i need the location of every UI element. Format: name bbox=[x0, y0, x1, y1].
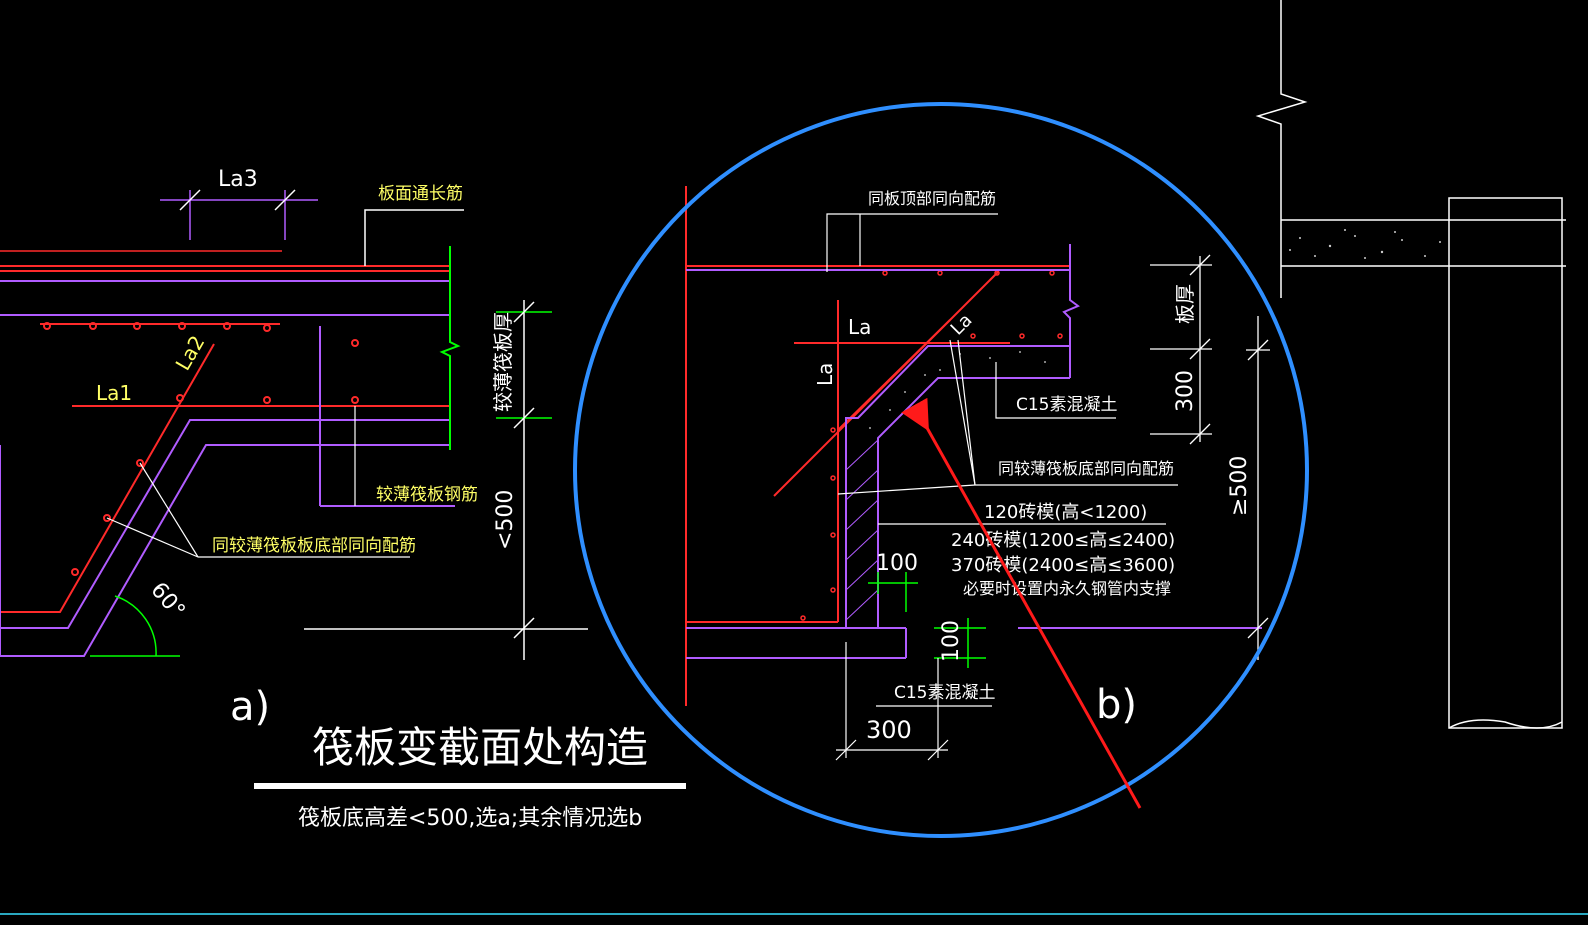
detail-b-brick-120: 120砖模(高<1200) bbox=[984, 502, 1147, 523]
detail-b-la-vertical: La bbox=[813, 363, 837, 386]
right-structure-speckles bbox=[1289, 229, 1441, 259]
detail-b-dim-100-a: 100 bbox=[876, 551, 918, 576]
title-main: 筏板变截面处构造 bbox=[312, 723, 648, 772]
detail-b-c15-top-leader bbox=[995, 362, 1116, 419]
detail-b-same-top-text: 同板顶部同向配筋 bbox=[868, 189, 996, 208]
detail-b-same-bottom-text: 同较薄筏板底部同向配筋 bbox=[998, 459, 1174, 478]
detail-b-dim-300: 300 bbox=[1173, 370, 1198, 412]
detail-b-c15-bottom-outline bbox=[835, 642, 992, 761]
detail-a-la1-label: La1 bbox=[96, 381, 132, 405]
detail-b-support-note: 必要时设置内永久钢管内支撑 bbox=[963, 579, 1171, 598]
detail-b-dim-100-b: 100 bbox=[939, 620, 964, 662]
detail-a-la3-label: La3 bbox=[218, 167, 258, 192]
detail-b-slab-thickness: 板厚 bbox=[1173, 284, 1197, 324]
detail-a-height-diff-text: <500 bbox=[493, 490, 518, 550]
detail-b-dim-300-bottom: 300 bbox=[866, 716, 912, 744]
detail-b-100-dimensions bbox=[868, 572, 986, 668]
detail-b-rebars bbox=[685, 186, 1070, 706]
detail-b-top-leader bbox=[826, 213, 998, 272]
detail-b-la-top: La bbox=[848, 315, 871, 339]
detail-b-brick-370: 370砖模(2400≤高≤3600) bbox=[951, 555, 1175, 576]
detail-a-label: a) bbox=[230, 684, 270, 730]
highlight-circle bbox=[573, 102, 1309, 838]
detail-b-c15-bottom-text: C15素混凝土 bbox=[894, 683, 996, 703]
detail-a-thinner-thickness-text: 较薄筏板厚 bbox=[491, 312, 515, 412]
detail-a-thickness-dimension bbox=[304, 300, 588, 660]
detail-b-c15-top-text: C15素混凝土 bbox=[1016, 395, 1118, 415]
detail-b-label: b) bbox=[1096, 682, 1137, 728]
detail-b-right-dimensions bbox=[1150, 254, 1270, 660]
annotation-arrow bbox=[901, 397, 1142, 809]
title-block: 筏板变截面处构造 筏板底高差<500,选a;其余情况选b bbox=[254, 723, 686, 831]
detail-a-top-rebar-leader bbox=[364, 209, 464, 266]
detail-a-same-bottom-text: 同较薄筏板板底部同向配筋 bbox=[212, 536, 416, 556]
right-structure bbox=[1255, 0, 1566, 729]
detail-a-top-rebars bbox=[0, 250, 450, 613]
detail-b-brick-hatch bbox=[845, 439, 879, 621]
detail-a-la3-dimension bbox=[160, 189, 318, 240]
detail-b-brick-240: 240砖模(1200≤高≤2400) bbox=[951, 530, 1175, 551]
detail-b-ge-500: ≥500 bbox=[1227, 456, 1252, 516]
detail-a-rebar-dots bbox=[43, 322, 359, 576]
title-note: 筏板底高差<500,选a;其余情况选b bbox=[298, 806, 642, 831]
detail-a-top-rebar-text: 板面通长筋 bbox=[378, 184, 463, 204]
detail-a-concrete-outline bbox=[0, 280, 455, 657]
detail-b-bottom-leader bbox=[837, 339, 1178, 495]
detail-a-break-line bbox=[439, 246, 461, 450]
title-underline bbox=[254, 783, 686, 789]
detail-a-angle-mark bbox=[90, 595, 180, 657]
detail-a-thin-rebar-text: 较薄筏板钢筋 bbox=[376, 485, 478, 505]
detail-a-bottom-leader bbox=[106, 462, 410, 558]
